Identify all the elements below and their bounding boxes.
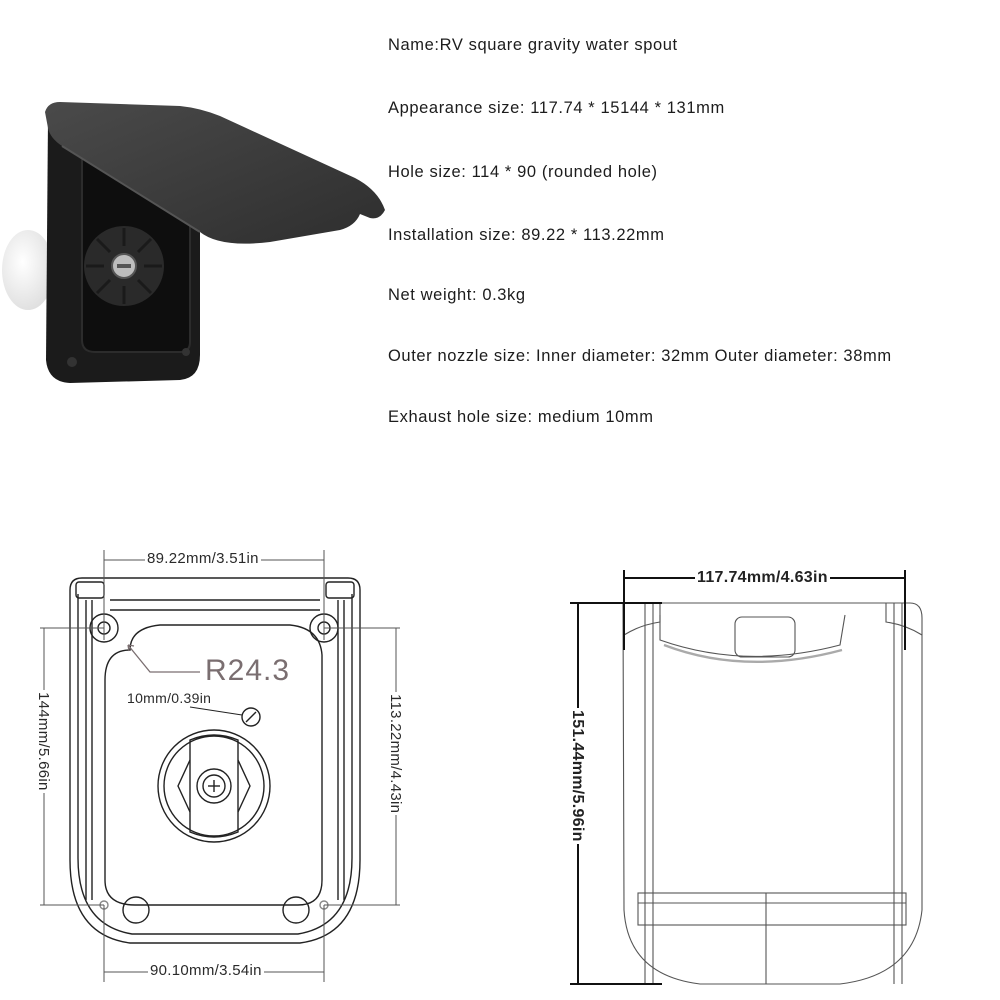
spout-lid-icon (45, 102, 385, 244)
exhaust-hole-label: 10mm/0.39in (125, 690, 214, 706)
spec-installation-size: Installation size: 89.22 * 113.22mm (388, 226, 665, 244)
spec-outer-nozzle-size: Outer nozzle size: Inner diameter: 32mm … (388, 347, 892, 365)
front-view-drawing (69, 577, 361, 944)
product-photo (2, 102, 385, 383)
side-view-drawing (622, 602, 923, 985)
spec-hole-size: Hole size: 114 * 90 (rounded hole) (388, 163, 658, 181)
spec-appearance-size: Appearance size: 117.74 * 15144 * 131mm (388, 99, 725, 117)
radius-label: R24.3 (205, 654, 291, 687)
dimension-side-height: 151.44mm/5.96in (568, 708, 586, 844)
spec-net-weight: Net weight: 0.3kg (388, 286, 526, 304)
nozzle-icon (2, 230, 54, 310)
dimension-bottom-width: 90.10mm/3.54in (148, 962, 264, 979)
spec-exhaust-hole-size: Exhaust hole size: medium 10mm (388, 408, 654, 426)
dimension-side-width: 117.74mm/4.63in (695, 569, 830, 587)
spec-name: Name:RV square gravity water spout (388, 36, 678, 54)
dimension-top-width: 89.22mm/3.51in (145, 550, 261, 567)
dimension-right-height: 113.22mm/4.43in (387, 692, 404, 816)
dimension-left-height: 144mm/5.66in (35, 690, 52, 793)
